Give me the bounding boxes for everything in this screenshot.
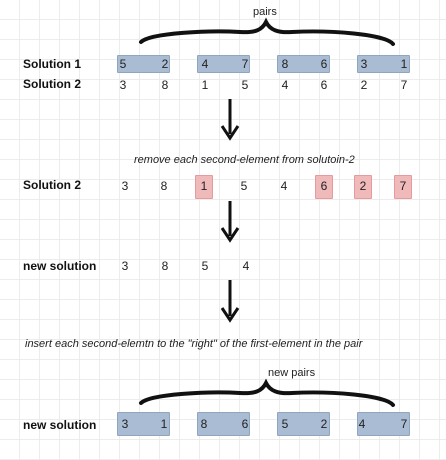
new-solution-value: 3: [121, 259, 129, 273]
solution1-value: 3: [360, 57, 368, 71]
new-solution-final-value: 6: [241, 417, 249, 431]
solution1-value: 2: [161, 57, 169, 71]
new-pair-box-2: [197, 412, 250, 436]
new-solution-value: 8: [161, 259, 169, 273]
solution2-value: 2: [360, 78, 368, 92]
new-solution-final-label: new solution: [23, 418, 97, 432]
solution1-value: 1: [400, 57, 408, 71]
solution1-value: 8: [281, 57, 289, 71]
solution2-marked-value: 5: [240, 179, 248, 193]
solution2-label: Solution 2: [23, 77, 81, 91]
new-pairs-title: new pairs: [268, 367, 316, 379]
new-solution-final-value: 4: [358, 417, 366, 431]
new-pairs-brace: [139, 378, 395, 407]
step1-caption: remove each second-element from solutoin…: [134, 154, 355, 166]
solution2-value: 1: [201, 78, 209, 92]
pair-box-3: [277, 55, 330, 73]
solution2-value: 7: [400, 78, 408, 92]
solution2-marked-value: 6: [320, 179, 328, 193]
new-solution-final-value: 5: [281, 417, 289, 431]
solution1-label: Solution 1: [23, 57, 81, 71]
solution2-marked-value: 7: [399, 179, 407, 193]
solution1-value: 6: [320, 57, 328, 71]
solution1-value: 4: [201, 57, 209, 71]
solution2-value: 8: [161, 78, 169, 92]
pair-box-4: [357, 55, 410, 73]
solution2-marked-value: 8: [160, 179, 168, 193]
new-solution-value: 5: [201, 259, 209, 273]
solution2-value: 6: [320, 78, 328, 92]
solution2-value: 3: [119, 78, 127, 92]
new-pair-box-3: [277, 412, 330, 436]
solution1-value: 7: [241, 57, 249, 71]
down-arrow-2: [220, 201, 240, 243]
solution2-marked-value: 2: [359, 179, 367, 193]
down-arrow-3: [220, 280, 240, 323]
pairs-brace: [139, 17, 395, 46]
removed-box-4: [394, 175, 412, 199]
new-solution-value: 4: [242, 259, 250, 273]
removed-box-3: [354, 175, 372, 199]
pairs-title: pairs: [253, 6, 277, 18]
solution1-value: 5: [119, 57, 127, 71]
removed-box-1: [195, 175, 213, 199]
new-solution-final-value: 7: [400, 417, 408, 431]
solution2-value: 4: [281, 78, 289, 92]
new-solution-final-value: 8: [200, 417, 208, 431]
new-solution-final-value: 2: [320, 417, 328, 431]
solution2-marked-value: 3: [121, 179, 129, 193]
solution2-marked-label: Solution 2: [23, 178, 81, 192]
solution2-marked-value: 1: [200, 179, 208, 193]
new-solution-final-value: 1: [160, 417, 168, 431]
new-pair-box-1: [117, 412, 170, 436]
solution2-marked-value: 4: [280, 179, 288, 193]
solution2-value: 5: [241, 78, 249, 92]
pair-box-1: [117, 55, 170, 73]
pair-box-2: [197, 55, 250, 73]
new-solution-label: new solution: [23, 259, 97, 273]
new-pair-box-4: [357, 412, 410, 436]
new-solution-final-value: 3: [121, 417, 129, 431]
removed-box-2: [315, 175, 333, 199]
down-arrow-1: [220, 99, 240, 141]
step2-caption: insert each second-elemtn to the "right"…: [25, 338, 363, 350]
